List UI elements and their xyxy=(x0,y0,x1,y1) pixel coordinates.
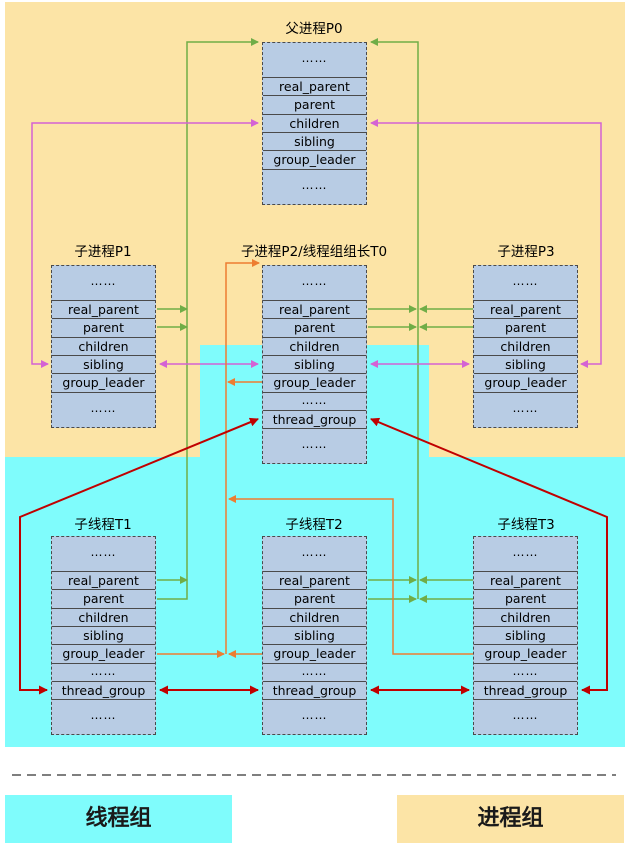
field-real-parent: real_parent xyxy=(52,300,155,318)
field-children: children xyxy=(263,114,366,132)
field-parent: parent xyxy=(52,589,155,607)
field-mid-sep xyxy=(263,392,366,393)
field-real-parent: real_parent xyxy=(263,300,366,318)
title-p3: 子进程P3 xyxy=(497,244,555,260)
field-group-leader: group_leader xyxy=(52,644,155,662)
legend-thread-group: 线程组 xyxy=(5,795,232,843)
field-thread-group: thread_group xyxy=(263,681,366,699)
block-dots: …… xyxy=(90,545,117,559)
block-dots-bottom: …… xyxy=(512,401,539,415)
field-bottom-sep xyxy=(263,428,366,429)
field-real-parent: real_parent xyxy=(263,571,366,589)
field-parent: parent xyxy=(474,589,577,607)
block-dots: …… xyxy=(512,274,539,288)
block-dots: …… xyxy=(90,274,117,288)
field-real-parent: real_parent xyxy=(474,571,577,589)
field-group-leader: group_leader xyxy=(263,373,366,391)
field-sibling: sibling xyxy=(52,355,155,373)
field-group-leader: group_leader xyxy=(474,373,577,391)
field-bottom-sep xyxy=(263,699,366,700)
block-dots: …… xyxy=(512,545,539,559)
field-sibling: sibling xyxy=(263,626,366,644)
block-dots-bottom: …… xyxy=(90,401,117,415)
field-parent: parent xyxy=(263,589,366,607)
field-children: children xyxy=(474,608,577,626)
field-children: children xyxy=(52,337,155,355)
field-group-leader: group_leader xyxy=(263,644,366,662)
block-dots-mid: …… xyxy=(301,393,328,407)
field-bottom-sep xyxy=(474,699,577,700)
field-sibling: sibling xyxy=(263,355,366,373)
block-dots-bottom: …… xyxy=(90,708,117,722)
block-dots-mid: …… xyxy=(90,664,117,678)
field-real-parent: real_parent xyxy=(474,300,577,318)
title-t3: 子线程T3 xyxy=(497,517,555,533)
field-real-parent: real_parent xyxy=(263,77,366,95)
legend-process-group: 进程组 xyxy=(397,795,624,843)
field-mid-sep xyxy=(263,663,366,664)
block-dots-bottom: …… xyxy=(512,708,539,722)
block-dots: …… xyxy=(301,51,328,65)
field-children: children xyxy=(263,337,366,355)
field-real-parent: real_parent xyxy=(52,571,155,589)
legend-process-group-label: 进程组 xyxy=(477,806,544,831)
title-p0: 父进程P0 xyxy=(285,21,343,37)
field-group-leader: group_leader xyxy=(263,150,366,168)
block-dots-bottom: …… xyxy=(301,708,328,722)
title-p2: 子进程P2/线程组组长T0 xyxy=(240,244,388,260)
block-t2: …… real_parent parent children sibling g… xyxy=(262,536,367,735)
field-group-leader: group_leader xyxy=(474,644,577,662)
title-t2: 子线程T2 xyxy=(285,517,343,533)
field-thread-group: thread_group xyxy=(52,681,155,699)
field-sibling: sibling xyxy=(474,355,577,373)
field-sibling: sibling xyxy=(263,132,366,150)
field-bottom-sep xyxy=(474,392,577,393)
block-dots-mid: …… xyxy=(301,664,328,678)
field-parent: parent xyxy=(263,95,366,113)
field-thread-group: thread_group xyxy=(474,681,577,699)
block-p2: …… real_parent parent children sibling g… xyxy=(262,265,367,464)
title-p1: 子进程P1 xyxy=(74,244,132,260)
block-dots: …… xyxy=(301,274,328,288)
legend-thread-group-label: 线程组 xyxy=(85,806,152,831)
block-t3: …… real_parent parent children sibling g… xyxy=(473,536,578,735)
field-thread-group: thread_group xyxy=(263,410,366,428)
field-parent: parent xyxy=(474,318,577,336)
block-dots-bottom: …… xyxy=(301,178,328,192)
field-children: children xyxy=(52,608,155,626)
field-parent: parent xyxy=(263,318,366,336)
field-group-leader: group_leader xyxy=(52,373,155,391)
block-dots-bottom: …… xyxy=(301,437,328,451)
block-dots: …… xyxy=(301,545,328,559)
field-sibling: sibling xyxy=(52,626,155,644)
field-parent: parent xyxy=(52,318,155,336)
field-children: children xyxy=(263,608,366,626)
title-t1: 子线程T1 xyxy=(74,517,132,533)
block-p1: …… real_parent parent children sibling g… xyxy=(51,265,156,428)
block-t1: …… real_parent parent children sibling g… xyxy=(51,536,156,735)
block-dots-mid: …… xyxy=(512,664,539,678)
field-bottom-sep xyxy=(263,169,366,170)
block-p3: …… real_parent parent children sibling g… xyxy=(473,265,578,428)
field-bottom-sep xyxy=(52,699,155,700)
field-bottom-sep xyxy=(52,392,155,393)
field-children: children xyxy=(474,337,577,355)
field-sibling: sibling xyxy=(474,626,577,644)
block-p0: …… real_parent parent children sibling g… xyxy=(262,42,367,205)
